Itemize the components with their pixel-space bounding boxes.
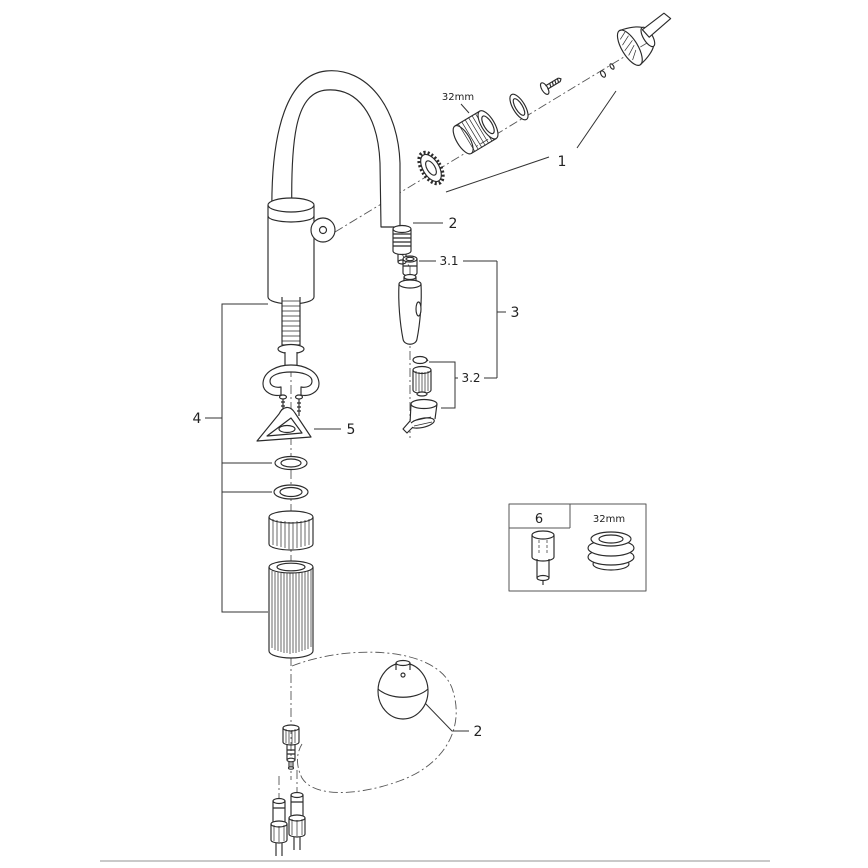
faucet-spout (271, 70, 401, 228)
callout-2-bottom-leader (423, 701, 469, 732)
supply-hose-right (288, 791, 306, 850)
spray-insert-3-2 (412, 365, 432, 397)
supply-hose-centerlines (278, 770, 298, 800)
handle-axis-centerline (334, 39, 653, 233)
handle-o-ring (509, 93, 529, 121)
parts-drawing (256, 12, 672, 856)
spray-adapter-3-1 (402, 255, 418, 277)
escutcheon-part-5 (256, 406, 312, 442)
centerlines (278, 39, 653, 800)
callout-1-bracket (445, 90, 617, 193)
hose-connector-top (392, 224, 412, 265)
callout-3-1-label: 3.1 (439, 254, 458, 268)
callout-6-label: 6 (535, 512, 543, 527)
callout-3-2-label: 3.2 (461, 371, 480, 385)
callout-5-label: 5 (347, 422, 356, 438)
o-ring-upper (274, 455, 308, 471)
hose-connector-bottom (282, 724, 300, 770)
callout-4-bracket (205, 303, 272, 613)
hose-loop-centerline (291, 651, 457, 793)
threaded-shank (277, 297, 305, 372)
mounting-nut (268, 510, 314, 551)
hose-weight (377, 659, 429, 720)
size-label-top: 32mm (442, 92, 474, 103)
callout-2-top-label: 2 (449, 216, 458, 232)
size-top-leader (460, 103, 470, 114)
callout-3-bracket (419, 260, 506, 379)
spray-head (398, 273, 422, 345)
lever-handle (616, 12, 672, 66)
callout-3-2-bracket (429, 361, 489, 409)
size-label-box: 32mm (593, 514, 625, 525)
handle-screw (539, 77, 562, 95)
callout-1-label: 1 (558, 154, 567, 170)
callout-lines (205, 90, 617, 732)
aerator-32mm-part (587, 531, 635, 571)
threaded-tube (268, 560, 314, 659)
knurled-ring (417, 150, 445, 186)
mounting-bracket (262, 364, 320, 397)
check-valve-cartridge (531, 530, 555, 585)
spares-box (508, 503, 647, 592)
faucet-body (267, 197, 336, 305)
handle-mount-knob (310, 217, 336, 243)
mounting-screws (278, 394, 304, 416)
callout-3-label: 3 (511, 305, 520, 321)
o-ring-lower (273, 484, 309, 500)
handle-washers (599, 63, 615, 78)
callout-4-label: 4 (193, 411, 202, 427)
adapter-32mm (452, 110, 499, 155)
retaining-clip (412, 355, 429, 365)
callout-2-bottom-label: 2 (474, 724, 483, 740)
spray-face (402, 398, 438, 434)
spray-button (415, 301, 422, 317)
supply-hose-left (270, 797, 288, 856)
